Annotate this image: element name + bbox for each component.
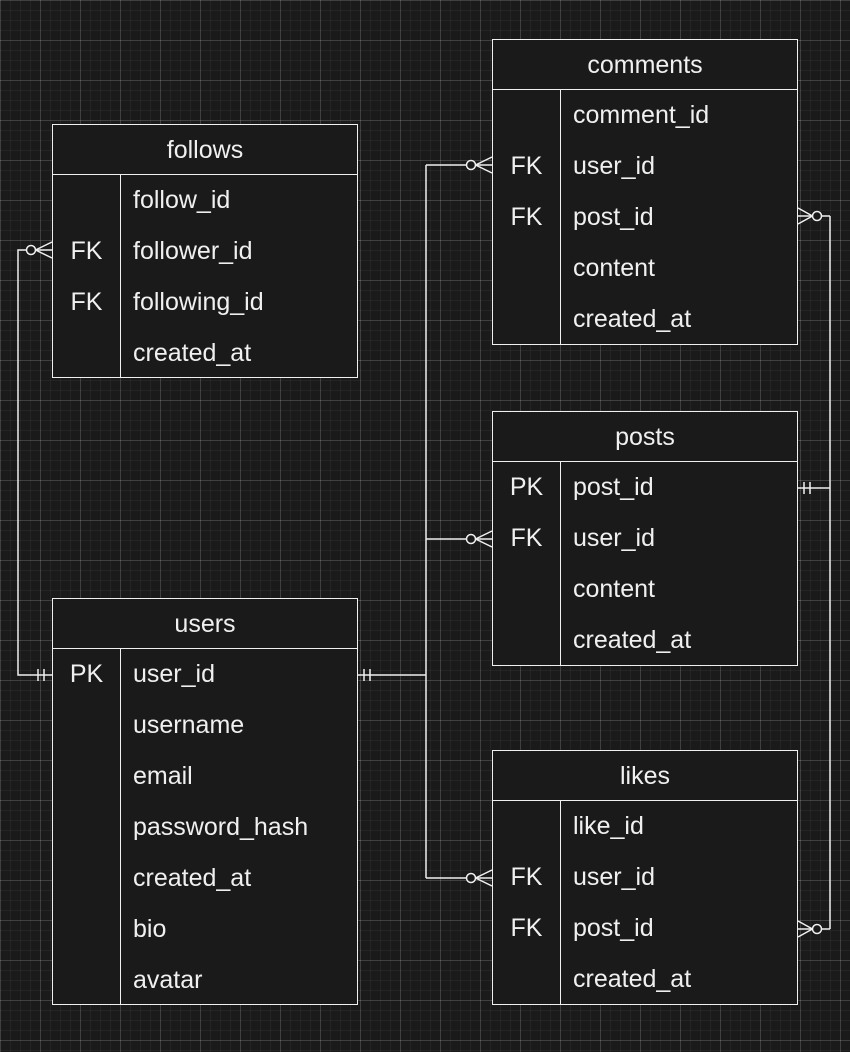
field-name: created_at (573, 305, 692, 333)
zero-circle (811, 923, 823, 935)
field-name: avatar (133, 966, 203, 994)
field-name: email (133, 762, 193, 790)
crow-foot (35, 241, 53, 251)
field-name: follower_id (133, 237, 253, 265)
field-name: created_at (133, 339, 252, 367)
field-row-username: username (53, 700, 357, 751)
key-column-divider (560, 462, 561, 665)
field-row-created_at: created_at (53, 853, 357, 904)
field-key: FK (510, 524, 543, 552)
entity-fields: like_id FK user_id FK post_id created_at (493, 801, 797, 1004)
entity-fields: PK user_id username email password_hash … (53, 649, 357, 1004)
field-row-created_at: created_at (53, 328, 357, 379)
crow-foot (797, 920, 813, 930)
entity-comments[interactable]: comments comment_id FK user_id FK post_i… (492, 39, 798, 345)
field-name: comment_id (573, 101, 710, 129)
field-key: FK (510, 203, 543, 231)
field-key: PK (69, 660, 104, 688)
field-name: content (573, 254, 656, 282)
entity-users[interactable]: users PK user_id username email password… (52, 598, 358, 1005)
field-row-post_id: FK post_id (493, 192, 797, 243)
field-row-user_id: FK user_id (493, 141, 797, 192)
field-row-post_id: PK post_id (493, 462, 797, 513)
field-row-follower_id: FK follower_id (53, 226, 357, 277)
field-row-user_id: FK user_id (493, 852, 797, 903)
field-name: user_id (133, 660, 215, 688)
field-row-created_at: created_at (493, 954, 797, 1005)
field-name: user_id (573, 152, 655, 180)
field-row-avatar: avatar (53, 955, 357, 1006)
field-name: follow_id (133, 186, 231, 214)
field-row-user_id: FK user_id (493, 513, 797, 564)
field-name: created_at (573, 965, 692, 993)
crow-foot (475, 156, 493, 166)
rel-users-posts (426, 530, 493, 548)
field-key: FK (510, 863, 543, 891)
field-key: PK (509, 473, 544, 501)
rel-users-likes (426, 869, 493, 887)
field-name: post_id (573, 914, 654, 942)
entity-title: users (53, 599, 357, 649)
crow-foot (475, 869, 493, 879)
entity-title: follows (53, 125, 357, 175)
field-key: FK (510, 914, 543, 942)
zero-circle (465, 159, 477, 171)
field-name: created_at (133, 864, 252, 892)
zero-circle (465, 872, 477, 884)
entity-fields: follow_id FK follower_id FK following_id… (53, 175, 357, 377)
key-column-divider (560, 801, 561, 1004)
field-name: post_id (573, 203, 654, 231)
field-row-following_id: FK following_id (53, 277, 357, 328)
field-name: following_id (133, 288, 264, 316)
field-name: username (133, 711, 245, 739)
field-key: FK (510, 152, 543, 180)
key-column-divider (560, 90, 561, 344)
field-row-created_at: created_at (493, 615, 797, 666)
entity-title: likes (493, 751, 797, 801)
field-row-comment_id: comment_id (493, 90, 797, 141)
zero-circle (465, 533, 477, 545)
field-row-bio: bio (53, 904, 357, 955)
entity-likes[interactable]: likes like_id FK user_id FK post_id crea… (492, 750, 798, 1005)
crow-foot (475, 530, 493, 540)
crow-foot (797, 207, 813, 217)
field-row-post_id: FK post_id (493, 903, 797, 954)
rel-users-comments (426, 156, 493, 174)
zero-circle (811, 210, 823, 222)
key-column-divider (120, 175, 121, 377)
entity-follows[interactable]: follows follow_id FK follower_id FK foll… (52, 124, 358, 378)
field-row-password_hash: password_hash (53, 802, 357, 853)
zero-circle (25, 244, 37, 256)
field-name: user_id (573, 524, 655, 552)
field-key: FK (70, 288, 103, 316)
field-row-email: email (53, 751, 357, 802)
key-column-divider (120, 649, 121, 1004)
field-row-follow_id: follow_id (53, 175, 357, 226)
field-row-like_id: like_id (493, 801, 797, 852)
entity-title: posts (493, 412, 797, 462)
field-row-user_id: PK user_id (53, 649, 357, 700)
rel-posts-comments-likes (797, 207, 831, 938)
field-row-content: content (493, 243, 797, 294)
field-name: like_id (573, 812, 644, 840)
field-name: content (573, 575, 656, 603)
rel-users-follows (17, 241, 53, 681)
field-name: password_hash (133, 813, 309, 841)
field-key: FK (70, 237, 103, 265)
field-row-created_at: created_at (493, 294, 797, 345)
field-name: bio (133, 915, 167, 943)
field-name: post_id (573, 473, 654, 501)
entity-title: comments (493, 40, 797, 90)
field-row-content: content (493, 564, 797, 615)
entity-fields: PK post_id FK user_id content created_at (493, 462, 797, 665)
entity-posts[interactable]: posts PK post_id FK user_id content crea… (492, 411, 798, 666)
field-name: created_at (573, 626, 692, 654)
entity-fields: comment_id FK user_id FK post_id content… (493, 90, 797, 344)
rel-users-trunk (358, 165, 427, 878)
field-name: user_id (573, 863, 655, 891)
